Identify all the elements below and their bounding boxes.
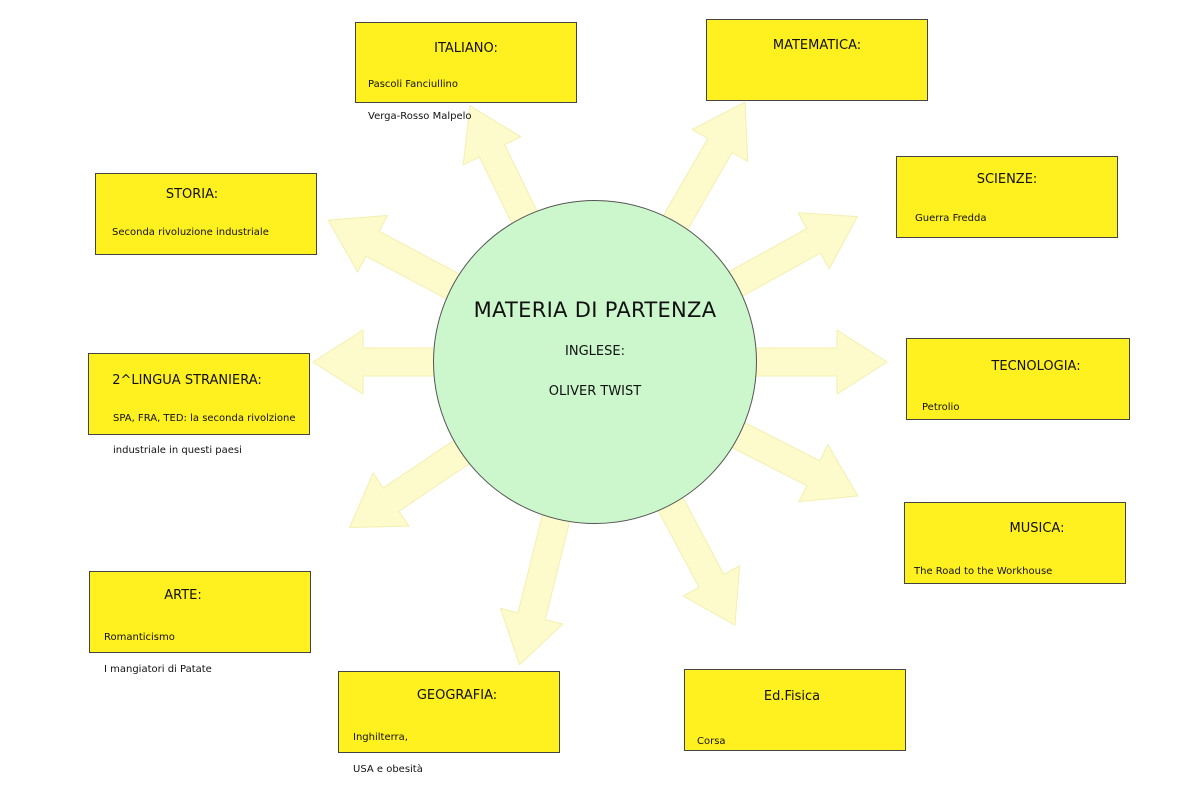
node-geografia-title: GEOGRAFIA: <box>416 688 498 703</box>
node-arte-line: Romanticismo <box>104 632 175 643</box>
node-matematica: MATEMATICA: <box>706 19 928 101</box>
node-matematica-title: MATEMATICA: <box>772 38 862 53</box>
node-lingua2-line: industriale in questi paesi <box>113 445 242 456</box>
center-circle: MATERIA DI PARTENZA INGLESE: OLIVER TWIS… <box>433 200 757 524</box>
node-arte-title: ARTE: <box>164 588 202 603</box>
node-scienze: SCIENZE: Guerra Fredda <box>896 156 1118 238</box>
node-storia-title: STORIA: <box>165 187 219 202</box>
node-tecnologia: TECNOLOGIA: Petrolio <box>906 338 1130 420</box>
arrow-matematica <box>657 101 749 240</box>
center-title: MATERIA DI PARTENZA <box>473 298 717 322</box>
node-storia: STORIA: Seconda rivoluzione industriale <box>95 173 317 255</box>
center-topic: OLIVER TWIST <box>548 384 642 399</box>
node-tecnologia-line: Petrolio <box>922 402 960 413</box>
arrow-geografia <box>499 503 573 666</box>
arrow-tecnologia <box>749 329 888 395</box>
node-musica-title: MUSICA: <box>1009 521 1065 536</box>
node-italiano: ITALIANO: Pascoli Fanciullino Verga-Ross… <box>355 22 577 122</box>
node-storia-line: Seconda rivoluzione industriale <box>112 227 269 238</box>
node-scienze-title: SCIENZE: <box>976 172 1038 187</box>
node-edfisica: Ed.Fisica Corsa <box>684 669 906 751</box>
node-lingua2-title: 2^LINGUA STRANIERA: <box>112 373 262 388</box>
node-musica-line: The Road to the Workhouse <box>914 566 1053 577</box>
node-musica: MUSICA: The Road to the Workhouse <box>904 502 1126 584</box>
node-arte-line: I mangiatori di Patate <box>104 664 212 675</box>
node-geografia-line: USA e obesità <box>353 764 423 775</box>
node-lingua2: 2^LINGUA STRANIERA: SPA, FRA, TED: la se… <box>88 353 310 456</box>
node-italiano-line: Pascoli Fanciullino <box>368 79 458 90</box>
center-subject: INGLESE: <box>565 344 625 359</box>
arrows-layer <box>312 101 888 666</box>
node-edfisica-line: Corsa <box>697 736 726 747</box>
node-geografia: GEOGRAFIA: Inghilterra, USA e obesità <box>338 671 560 775</box>
node-italiano-title: ITALIANO: <box>434 41 498 56</box>
arrow-italiano <box>462 104 543 234</box>
node-lingua2-line: SPA, FRA, TED: la seconda rivolzione <box>113 413 296 424</box>
node-arte: ARTE: Romanticismo I mangiatori di Patat… <box>89 571 311 675</box>
arrow-lingua2 <box>312 329 441 395</box>
node-edfisica-title: Ed.Fisica <box>763 689 821 704</box>
node-geografia-line: Inghilterra, <box>353 732 408 743</box>
node-tecnologia-title: TECNOLOGIA: <box>991 359 1081 374</box>
arrow-scienze <box>718 212 859 303</box>
arrow-edfisica <box>652 487 741 626</box>
arrow-storia <box>327 214 470 305</box>
arrow-arte <box>348 433 480 529</box>
node-scienze-line: Guerra Fredda <box>915 213 987 224</box>
node-italiano-line: Verga-Rosso Malpelo <box>368 111 472 122</box>
arrow-musica <box>721 416 859 503</box>
